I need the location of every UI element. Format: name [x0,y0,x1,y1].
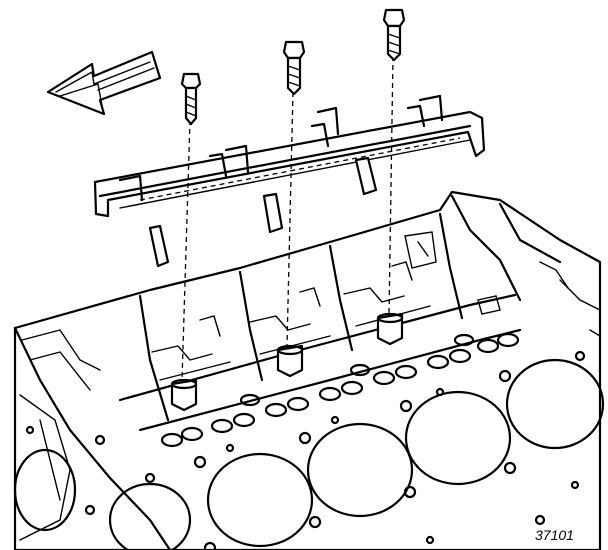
lifter-guide-left [170,378,198,412]
head-bolt-holes [25,350,586,550]
bolt-right [382,8,406,62]
front-direction-arrow-icon [46,50,162,116]
bolt-center [282,40,306,96]
bolt-left [180,72,202,126]
lifter-row [160,332,520,448]
engine-block [13,190,602,550]
lifter-guide-retainer [93,94,486,268]
lifter-guide-right [376,312,404,346]
cylinder-bores [13,358,605,550]
alignment-lines [181,55,394,381]
reference-code: 37101 [535,527,574,543]
lifter-guide-center [276,344,304,378]
